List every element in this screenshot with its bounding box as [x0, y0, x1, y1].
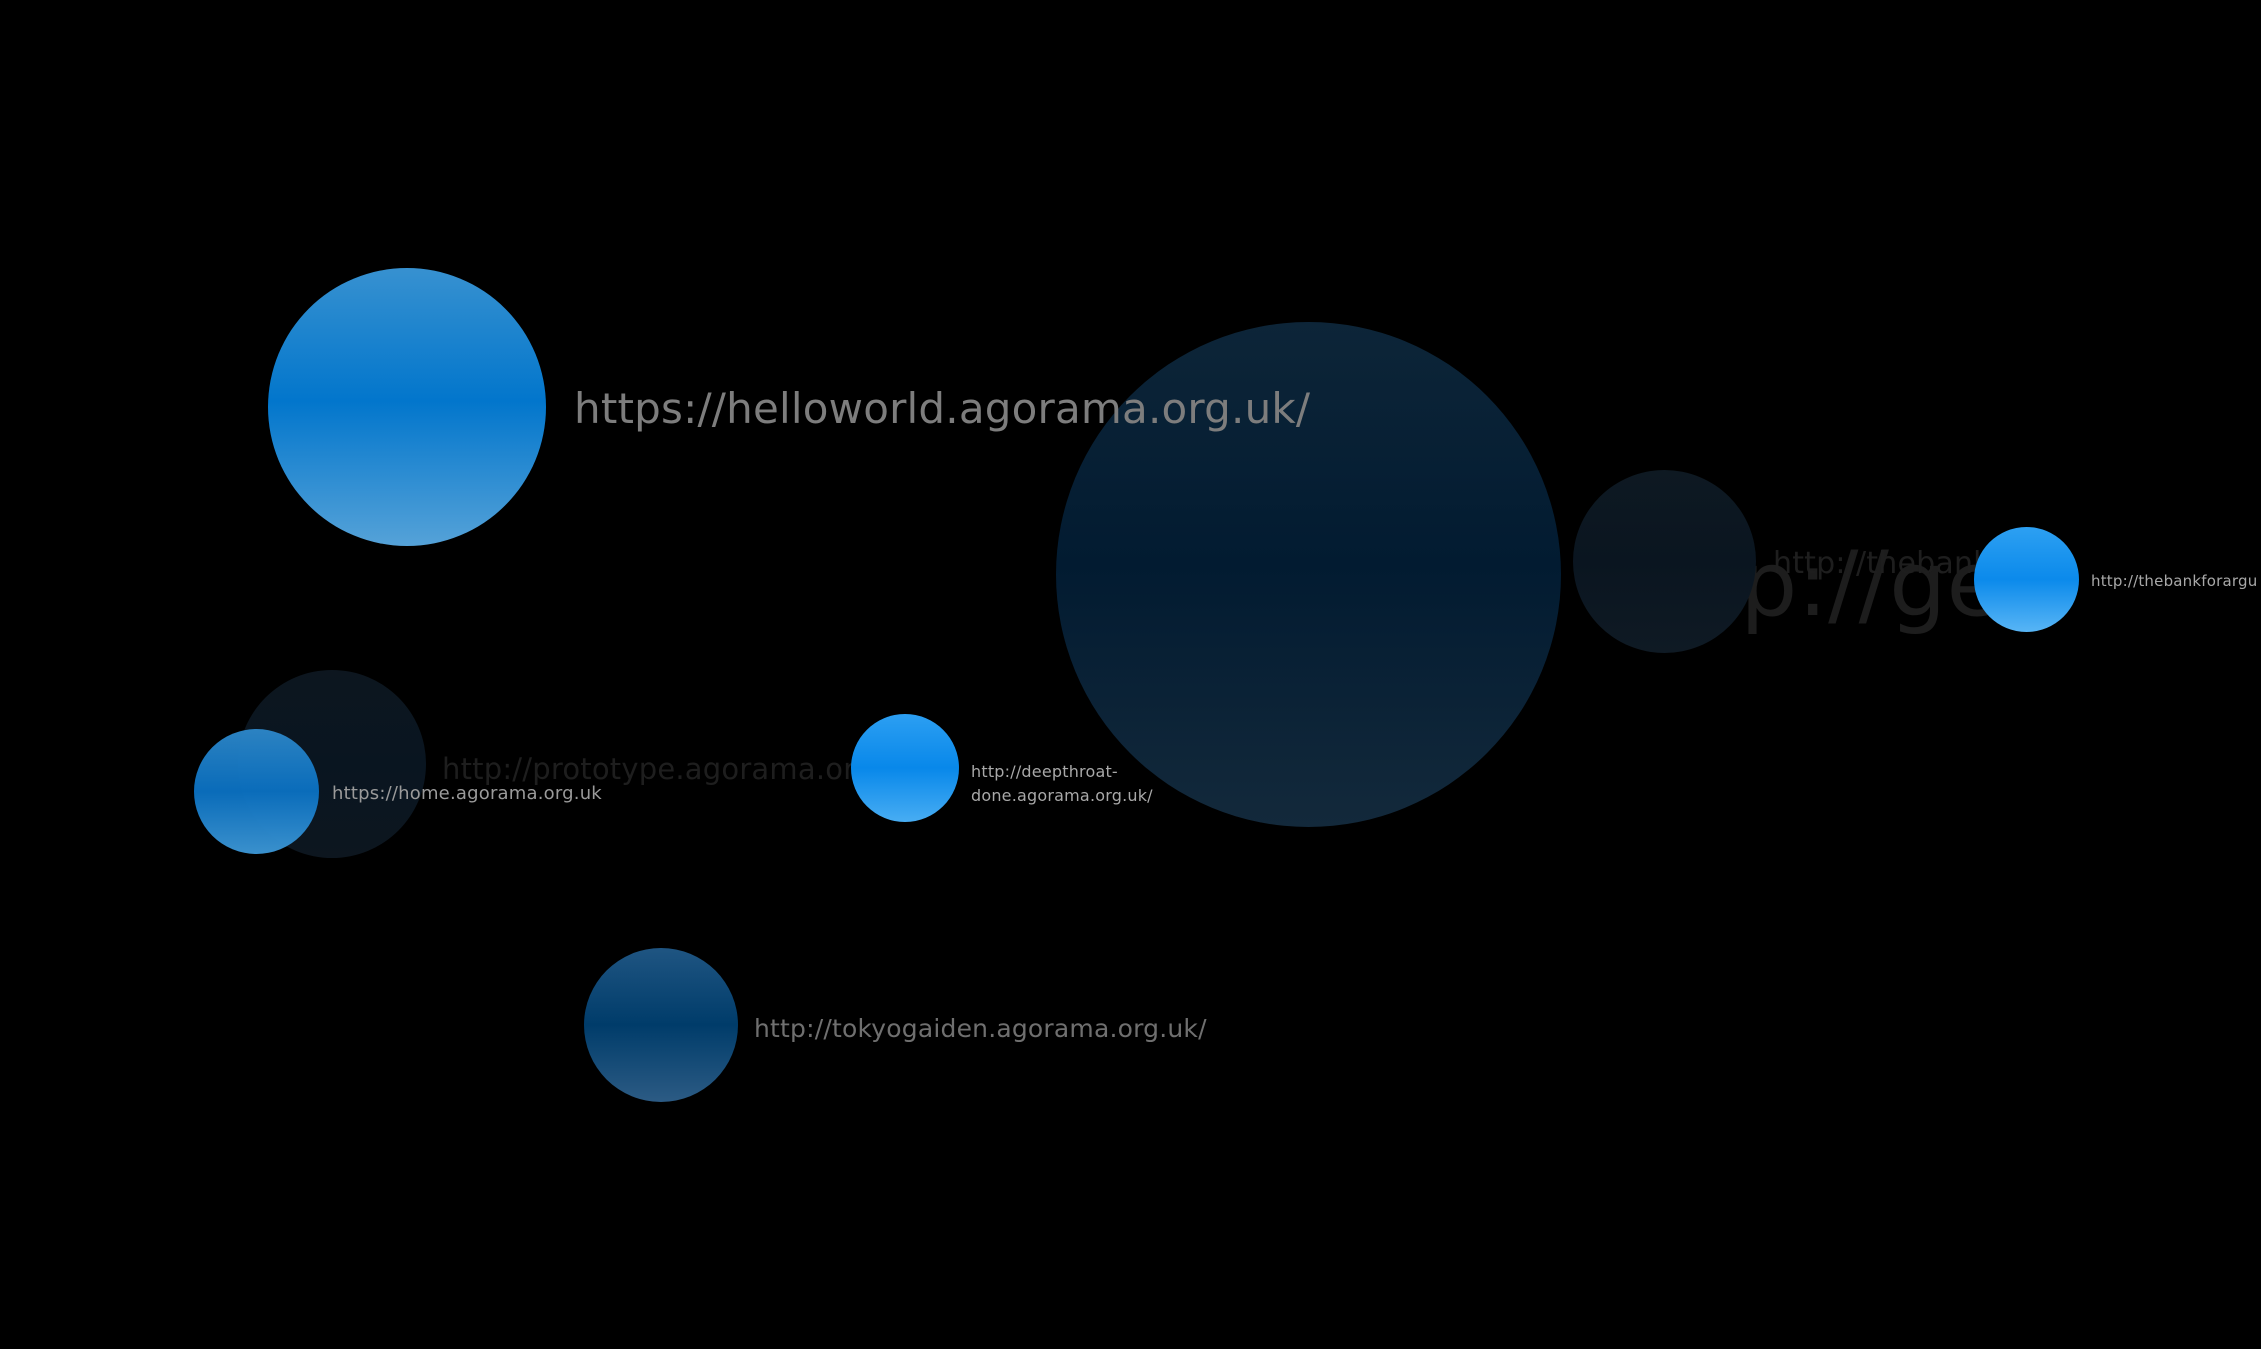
site-bubble[interactable]: [1974, 527, 2079, 632]
site-url-label[interactable]: https://home.agorama.org.uk: [332, 783, 602, 804]
site-bubble[interactable]: [268, 268, 546, 546]
site-url-label[interactable]: http://thebankforargu: [2091, 572, 2258, 590]
site-url-label[interactable]: https://helloworld.agorama.org.uk/: [574, 384, 1311, 433]
site-bubble[interactable]: [194, 729, 319, 854]
site-bubble[interactable]: [1056, 322, 1561, 827]
site-url-label[interactable]: http://prototype.agorama.or: [442, 752, 856, 786]
site-bubble[interactable]: [584, 948, 738, 1102]
site-url-label[interactable]: http://deepthroat-done.agorama.org.uk/: [971, 762, 1153, 805]
site-url-label[interactable]: http://tokyogaiden.agorama.org.uk/: [754, 1014, 1207, 1043]
site-bubble[interactable]: [1573, 470, 1756, 653]
site-bubble[interactable]: [851, 714, 959, 822]
site-url-label[interactable]: http://thebank: [1773, 546, 1991, 581]
